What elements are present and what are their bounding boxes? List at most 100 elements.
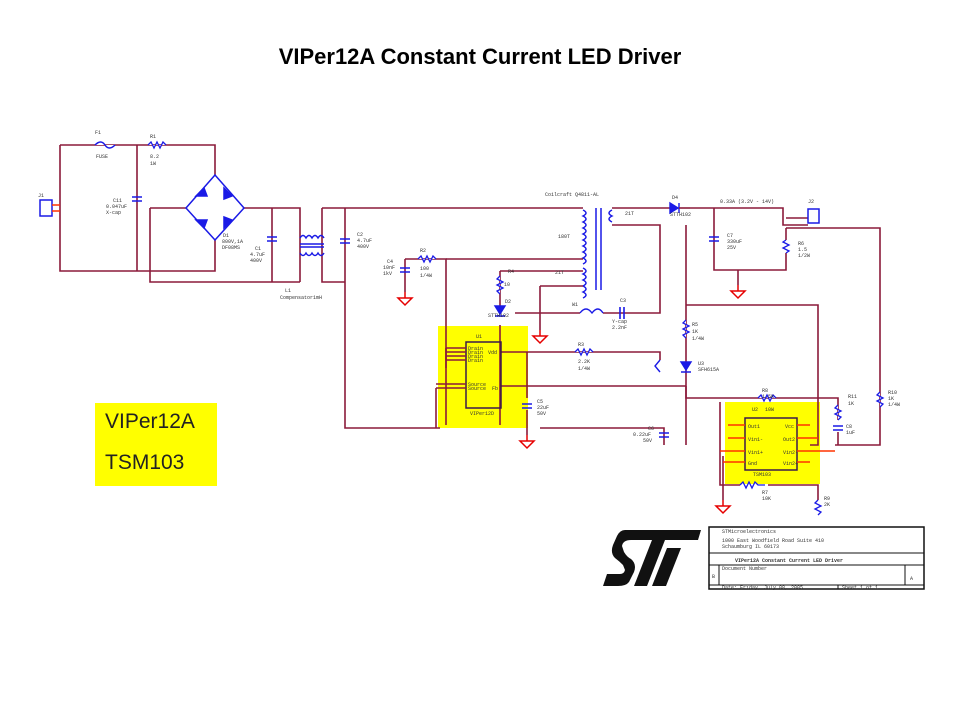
svg-text:8.2: 8.2: [150, 154, 159, 160]
svg-text:10: 10: [504, 282, 510, 288]
svg-text:Coilcraft Q4811-AL: Coilcraft Q4811-AL: [545, 192, 599, 198]
slide-title: VIPer12A Constant Current LED Driver: [278, 44, 682, 69]
ic-u1-viper12a: [465, 341, 502, 409]
svg-text:J2: J2: [808, 199, 814, 205]
svg-text:Vin1-: Vin1-: [748, 437, 763, 443]
svg-text:R4: R4: [508, 269, 514, 275]
svg-text:Drain: Drain: [468, 346, 483, 352]
svg-text:180T: 180T: [558, 234, 570, 240]
svg-text:Out1: Out1: [748, 424, 760, 430]
st-logo: [603, 530, 701, 586]
component-labels: J1 F1 FUSE R1 8.2 1W C11 0.047uF X-cap D…: [38, 130, 900, 508]
svg-text:0.33A (3.2V - 14V): 0.33A (3.2V - 14V): [720, 199, 774, 205]
svg-text:D2: D2: [505, 299, 511, 305]
svg-text:Y-cap: Y-cap: [612, 319, 627, 325]
tb-date: Date: Friday, July 08, 2005: [722, 585, 803, 591]
svg-text:1/4W: 1/4W: [692, 336, 704, 342]
svg-text:R3: R3: [578, 342, 584, 348]
svg-text:R5: R5: [692, 322, 698, 328]
tb-sheet: Sheet 1 of 1: [842, 585, 878, 591]
svg-text:C8: C8: [846, 424, 852, 430]
svg-text:100: 100: [420, 266, 429, 272]
svg-text:C11: C11: [113, 198, 122, 204]
svg-text:Compensator1mH: Compensator1mH: [280, 295, 322, 301]
capacitor-c5: [522, 403, 532, 409]
ground-icon: [730, 284, 746, 299]
svg-text:R7: R7: [762, 490, 768, 496]
legend-viper12a: VIPer12A: [105, 410, 195, 433]
svg-text:W1: W1: [572, 302, 578, 308]
svg-text:C4: C4: [387, 259, 393, 265]
resistor-r9: [813, 499, 823, 516]
optocoupler-u3: [654, 359, 693, 373]
resistor-r6: [781, 239, 791, 254]
tb-company: STMicroelectronics: [722, 529, 776, 535]
svg-text:1.5: 1.5: [798, 247, 807, 253]
svg-text:DF08MS: DF08MS: [222, 245, 240, 251]
svg-text:Vin1+: Vin1+: [748, 450, 763, 456]
svg-text:Drain: Drain: [468, 350, 483, 356]
svg-text:Vdd: Vdd: [488, 350, 497, 356]
svg-text:10K: 10K: [762, 496, 771, 502]
j2-connector: [807, 208, 820, 224]
bridge-rectifier-d1: [184, 173, 246, 242]
svg-text:10nF: 10nF: [383, 265, 395, 271]
svg-text:FUSE: FUSE: [96, 154, 108, 160]
resistor-r5: [681, 319, 691, 339]
resistor-r11: [833, 404, 843, 421]
resistor-r10: [875, 391, 885, 408]
svg-text:R11: R11: [848, 394, 857, 400]
resistor-r7: [739, 480, 765, 490]
svg-text:C2: C2: [357, 232, 363, 238]
svg-text:Vcc: Vcc: [785, 424, 794, 430]
svg-text:1uF: 1uF: [846, 430, 855, 436]
svg-text:R9: R9: [824, 496, 830, 502]
svg-text:21T: 21T: [625, 211, 634, 217]
svg-text:21T: 21T: [555, 270, 564, 276]
capacitor-c3: [619, 307, 625, 319]
svg-text:R1: R1: [150, 134, 156, 140]
svg-text:1/4W: 1/4W: [420, 273, 432, 279]
j1-connector: [39, 199, 53, 217]
svg-text:X-cap: X-cap: [106, 210, 121, 216]
tb-doc-title: VIPer12A Constant Current LED Driver: [735, 558, 843, 564]
svg-text:1K: 1K: [888, 396, 894, 402]
svg-text:U2: U2: [752, 407, 758, 413]
svg-text:R8: R8: [762, 388, 768, 394]
ground-icon: [519, 434, 535, 449]
capacitor-c4: [400, 267, 410, 273]
svg-text:STTH102: STTH102: [670, 212, 691, 218]
svg-text:VIPer12D: VIPer12D: [470, 411, 494, 417]
svg-text:50V: 50V: [643, 438, 652, 444]
capacitor-c8: [833, 425, 843, 431]
svg-text:U1: U1: [476, 334, 482, 340]
svg-text:Fb: Fb: [492, 386, 498, 392]
svg-text:D4: D4: [672, 195, 678, 201]
svg-text:2.2nF: 2.2nF: [612, 325, 627, 331]
svg-text:2.2K: 2.2K: [578, 359, 590, 365]
svg-text:1/4W: 1/4W: [888, 402, 900, 408]
svg-text:SFH615A: SFH615A: [698, 367, 719, 373]
svg-text:400V: 400V: [357, 244, 369, 250]
svg-text:2K: 2K: [824, 502, 830, 508]
resistor-r4: [495, 275, 505, 295]
svg-text:Source: Source: [468, 386, 486, 392]
resistor-r8: [757, 393, 777, 403]
svg-text:400V: 400V: [250, 258, 262, 264]
svg-text:1kV: 1kV: [383, 271, 392, 277]
tb-size: B: [712, 574, 715, 580]
svg-text:1W: 1W: [150, 161, 156, 167]
svg-text:22uF: 22uF: [537, 405, 549, 411]
legend-box: VIPer12A TSM103: [95, 403, 217, 486]
svg-text:10W: 10W: [765, 407, 774, 413]
u2-highlight: [725, 402, 820, 484]
resistor-r3: [574, 347, 594, 357]
capacitor-c6: [659, 432, 669, 438]
transformer-t1: [581, 208, 614, 299]
ground-icon: [532, 329, 548, 344]
svg-text:0.047uF: 0.047uF: [106, 204, 127, 210]
svg-text:330uF: 330uF: [727, 239, 742, 245]
ferrite-w1: [579, 308, 604, 315]
svg-text:STTH102: STTH102: [488, 313, 509, 319]
